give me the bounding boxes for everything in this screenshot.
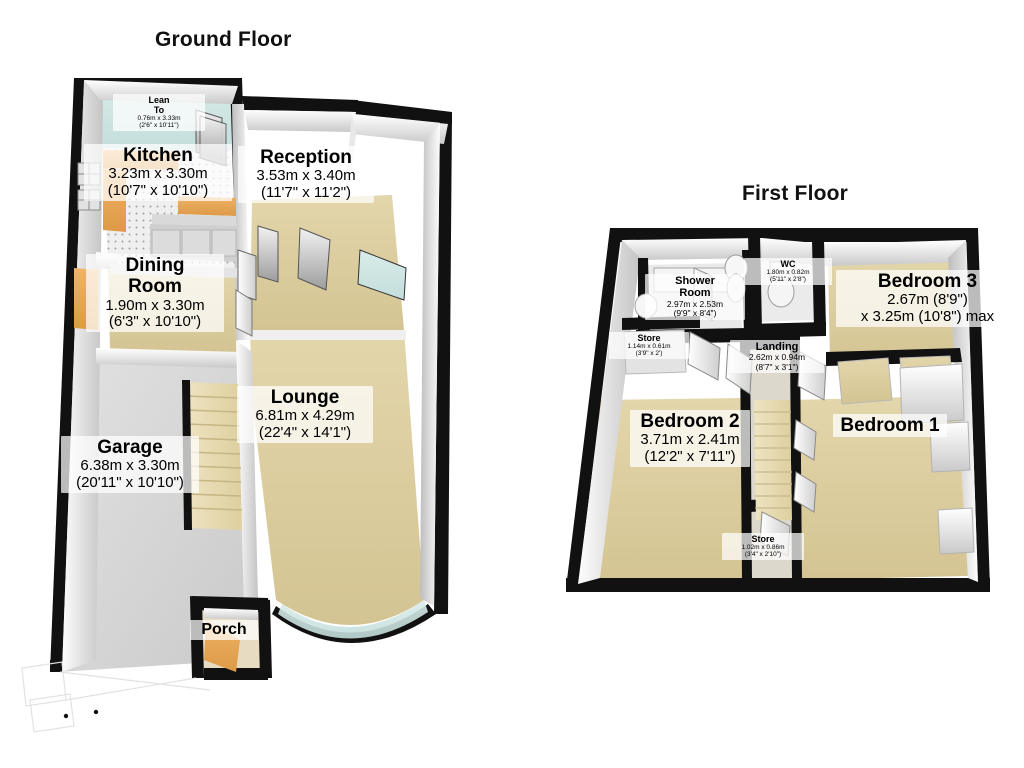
landing-imperial: (8'7" x 3'1") — [755, 361, 799, 372]
shower-room-metric: 2.97m x 2.53m — [666, 298, 724, 309]
room-label-shower-room: Shower Room 2.97m x 2.53m (9'9" x 8'4") — [645, 274, 745, 320]
room-label-wc: WC 1.80m x 0.82m (5'11" x 2'8") — [744, 258, 832, 285]
bedroom-2-imperial: (12'2" x 7'11") — [644, 448, 736, 466]
store-lower-imperial: (3'4" x 2'10") — [744, 551, 782, 559]
garage-name: Garage — [97, 437, 163, 458]
room-label-lounge: Lounge 6.81m x 4.29m (22'4" x 14'1") — [237, 386, 373, 443]
room-label-lean-to: Lean To 0.76m x 3.33m (2'6" x 10'11") — [113, 94, 205, 131]
room-label-bedroom-3: Bedroom 3 2.67m (8'9") x 3.25m (10'8") m… — [836, 270, 1019, 327]
shower-room-name-line2: Room — [679, 287, 711, 300]
room-label-porch: Porch — [190, 620, 258, 640]
landing-name: Landing — [755, 341, 799, 353]
store-upper-name: Store — [637, 333, 661, 343]
kitchen-metric: 3.23m x 3.30m — [108, 165, 208, 183]
lean-to-imperial: (2'6" x 10'11") — [139, 122, 179, 130]
reception-name: Reception — [260, 147, 352, 168]
garage-imperial: (20'11" x 10'10") — [76, 474, 184, 492]
gf-driveway-sketch — [21, 661, 211, 733]
bedroom-3-imperial: x 3.25m (10'8") max — [860, 308, 995, 326]
reception-metric: 3.53m x 3.40m — [256, 167, 356, 185]
dining-name-line1: Dining — [125, 255, 185, 276]
bedroom-3-metric: 2.67m (8'9") — [887, 291, 968, 309]
shower-room-imperial: (9'9" x 8'4") — [673, 308, 717, 319]
dining-name-line2: Room — [128, 276, 182, 298]
room-label-dining-room: Dining Room 1.90m x 3.30m (6'3" x 10'10"… — [86, 254, 224, 333]
bedroom-3-name: Bedroom 3 — [877, 271, 978, 292]
shower-room-name-line1: Shower — [675, 275, 715, 287]
store-lower-metric: 1.02m x 0.86m — [741, 544, 785, 552]
reception-imperial: (11'7" x 11'2") — [260, 184, 352, 202]
first-floor-title: First Floor — [742, 182, 849, 205]
room-label-store-lower: Store 1.02m x 0.86m (3'4" x 2'10") — [722, 533, 804, 560]
porch-name: Porch — [201, 621, 247, 638]
bedroom-2-name: Bedroom 2 — [640, 411, 740, 432]
room-label-landing: Landing 2.62m x 0.94m (8'7" x 3'1") — [730, 340, 824, 374]
wc-metric: 1.80m x 0.82m — [766, 269, 810, 277]
wc-imperial: (5'11" x 2'8") — [770, 276, 806, 284]
kitchen-name: Kitchen — [123, 145, 193, 166]
lounge-name: Lounge — [270, 387, 340, 408]
room-label-reception: Reception 3.53m x 3.40m (11'7" x 11'2") — [238, 146, 374, 203]
lean-to-name-line1: Lean — [148, 95, 170, 105]
store-upper-imperial: (3'9" x 2') — [635, 350, 663, 358]
lean-to-name-line2: To — [153, 105, 165, 116]
ground-floor-title: Ground Floor — [155, 28, 292, 51]
room-label-garage: Garage 6.38m x 3.30m (20'11" x 10'10") — [61, 436, 199, 493]
lean-to-metric: 0.76m x 3.33m — [137, 115, 181, 123]
garage-metric: 6.38m x 3.30m — [80, 457, 180, 475]
store-upper-metric: 1.14m x 0.61m — [627, 343, 671, 351]
room-label-bedroom-1: Bedroom 1 — [833, 414, 947, 438]
landing-metric: 2.62m x 0.94m — [748, 352, 806, 363]
bedroom-2-metric: 3.71m x 2.41m — [640, 431, 740, 449]
gf-lounge-floor — [250, 330, 424, 625]
dining-metric: 1.90m x 3.30m — [105, 296, 205, 314]
dining-imperial: (6'3" x 10'10") — [108, 313, 202, 331]
room-label-store-upper: Store 1.14m x 0.61m (3'9" x 2') — [609, 332, 689, 359]
lounge-metric: 6.81m x 4.29m — [255, 407, 355, 425]
bedroom-1-name: Bedroom 1 — [840, 415, 940, 436]
room-label-bedroom-2: Bedroom 2 3.71m x 2.41m (12'2" x 7'11") — [630, 410, 750, 467]
lounge-imperial: (22'4" x 14'1") — [258, 424, 352, 442]
store-lower-name: Store — [751, 534, 775, 544]
wc-name: WC — [780, 259, 796, 269]
room-label-kitchen: Kitchen 3.23m x 3.30m (10'7" x 10'10") — [84, 144, 232, 201]
ff-outer-walls — [566, 228, 990, 592]
kitchen-imperial: (10'7" x 10'10") — [107, 182, 209, 200]
